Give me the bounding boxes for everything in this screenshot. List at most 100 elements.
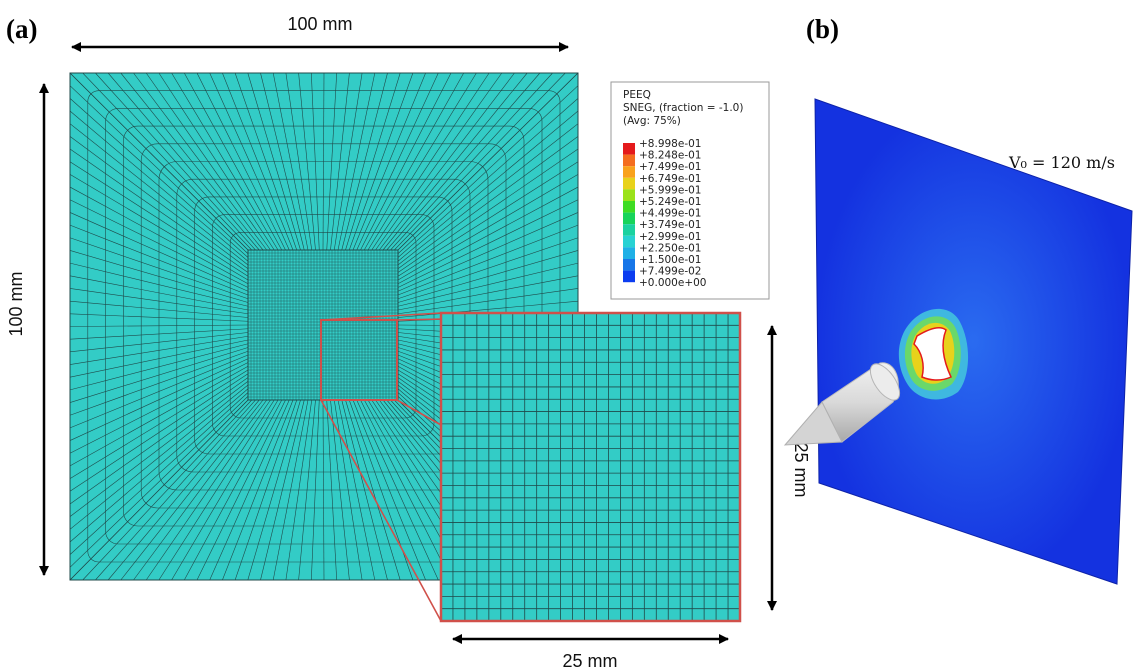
mesh-radial-line	[330, 72, 350, 251]
mesh-radial-line	[69, 262, 249, 307]
legend-title-2: SNEG, (fraction = -1.0)	[623, 102, 743, 114]
mesh-radial-line	[247, 72, 301, 251]
mesh-radial-line	[330, 399, 350, 581]
mesh-radial-line	[397, 161, 579, 277]
mesh-radial-line	[69, 186, 249, 285]
mesh-radial-line	[337, 72, 376, 251]
mesh-radial-line	[397, 98, 579, 258]
mesh-radial-line	[69, 237, 249, 300]
zoom-connector-top-left	[320, 312, 442, 321]
legend-tick-label: +0.000e+00	[639, 277, 706, 289]
legend-tick-label: +2.250e-01	[639, 242, 701, 254]
mesh-radial-line	[311, 72, 320, 251]
mesh-radial-line	[394, 72, 566, 251]
legend-title-1: PEEQ	[623, 89, 651, 101]
mesh-radial-line	[69, 384, 249, 530]
legend-swatch	[623, 154, 635, 167]
mesh-radial-line	[69, 332, 249, 353]
mesh-radial-line	[158, 72, 275, 251]
mesh-radial-line	[397, 224, 579, 296]
mesh-radial-line	[397, 300, 579, 318]
mesh-radial-line	[209, 399, 290, 581]
mesh-radial-line	[341, 399, 388, 581]
mesh-radial-line	[345, 72, 401, 251]
mesh-radial-line	[397, 237, 579, 300]
mesh-radial-line	[363, 72, 464, 251]
mesh-radial-line	[69, 161, 249, 277]
perforation-hole	[913, 327, 953, 381]
mesh-radial-line	[69, 136, 249, 269]
mesh-radial-line	[69, 343, 249, 391]
mesh-radial-line	[397, 136, 579, 269]
mesh-radial-line	[360, 72, 452, 251]
mesh-radial-line	[397, 199, 579, 288]
mesh-radial-line	[326, 399, 337, 581]
mesh-radial-line	[390, 72, 553, 251]
zoom-width-label: 25 mm	[562, 651, 617, 671]
legend-swatch	[623, 212, 635, 225]
mesh-radial-line	[95, 72, 256, 251]
mesh-radial-line	[260, 72, 305, 251]
legend-tick-label: +6.749e-01	[639, 173, 701, 185]
legend-tick-label: +7.499e-02	[639, 266, 701, 278]
velocity-label: V₀ = 120 m/s	[1008, 153, 1115, 172]
mesh-radial-line	[222, 72, 294, 251]
inset-mesh-grid	[441, 313, 740, 621]
mesh-radial-line	[333, 399, 363, 581]
legend-ticks: +8.998e-01+8.248e-01+7.499e-01+6.749e-01…	[639, 138, 706, 289]
mesh-radial-line	[69, 377, 249, 505]
projectile-rear-face	[869, 363, 901, 401]
legend-swatch	[623, 224, 635, 236]
legend-tick-label: +5.999e-01	[639, 184, 701, 196]
legend-swatch	[623, 270, 635, 283]
legend-tick-label: +8.998e-01	[639, 138, 701, 150]
mesh-radial-line	[272, 72, 309, 251]
plate-height-label: 100 mm	[6, 271, 26, 336]
legend-title-3: (Avg: 75%)	[623, 115, 681, 127]
impact-plate	[814, 98, 1133, 585]
legend-swatches	[623, 143, 635, 283]
mesh-radial-line	[397, 110, 579, 262]
mesh-radial-line	[341, 72, 388, 251]
panel-label-b: (b)	[806, 14, 839, 44]
mesh-radial-line	[69, 300, 249, 318]
legend-tick-label: +2.999e-01	[639, 231, 701, 243]
mesh-radial-line	[171, 72, 279, 251]
mesh-radial-line	[69, 358, 249, 441]
mesh-radial-line	[397, 288, 579, 315]
mesh-radial-line	[397, 262, 579, 307]
mesh-radial-line	[260, 399, 305, 581]
mesh-radial-line	[69, 98, 249, 258]
mesh-radial-line	[107, 399, 260, 581]
mesh-radial-line	[285, 72, 313, 251]
mesh-radial-line	[69, 275, 249, 311]
mesh-radial-line	[322, 72, 325, 251]
legend-swatch	[623, 235, 635, 248]
mesh-radial-line	[120, 72, 264, 251]
mesh-radial-line	[69, 212, 249, 292]
legend-tick-label: +3.749e-01	[639, 219, 701, 231]
mesh-radial-line	[333, 72, 363, 251]
mesh-radial-line	[82, 399, 252, 581]
mesh-radial-line	[337, 399, 376, 581]
mesh-radial-line	[69, 381, 249, 517]
projectile-nose	[783, 401, 843, 446]
mesh-radial-line	[69, 123, 249, 266]
mesh-radial-line	[397, 72, 579, 251]
mesh-radial-line	[397, 212, 579, 292]
mesh-radial-line	[158, 399, 275, 581]
mesh-radial-line	[95, 399, 256, 581]
mesh-radial-line	[397, 174, 579, 281]
mesh-radial-line	[184, 72, 283, 251]
mesh-radial-line	[375, 72, 503, 251]
mesh-radial-line	[345, 399, 401, 581]
mesh-radial-line	[69, 328, 249, 340]
mesh-radial-line	[371, 72, 490, 251]
mesh-radial-line	[397, 250, 579, 303]
mesh-radial-line	[69, 347, 249, 403]
mesh-radial-line	[69, 72, 249, 251]
mesh-radial-line	[107, 72, 260, 251]
mesh-radial-line	[397, 85, 579, 254]
mesh-radial-line	[120, 399, 264, 581]
mesh-radial-line	[69, 350, 249, 416]
